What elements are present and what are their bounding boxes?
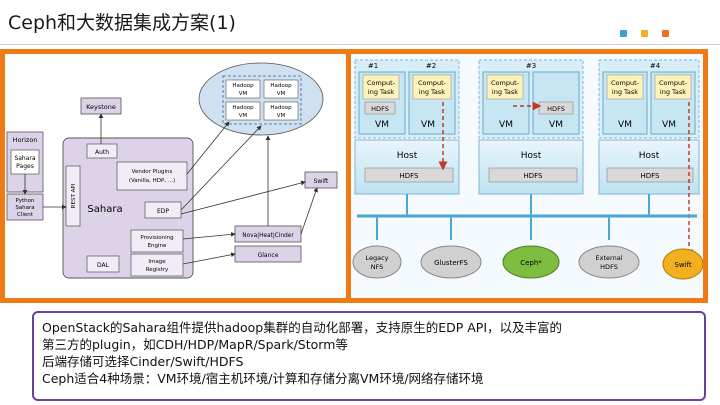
svg-text:Python: Python xyxy=(15,198,35,204)
svg-text:HDFS: HDFS xyxy=(399,172,419,180)
storage-glusterfs: GlusterFS xyxy=(420,245,482,279)
svg-text:Client: Client xyxy=(17,212,34,218)
svg-text:Engine: Engine xyxy=(148,243,167,249)
storage-swift: Swift xyxy=(662,248,703,280)
svg-text:Provisioning: Provisioning xyxy=(140,235,173,241)
svg-text:Vendor Plugins: Vendor Plugins xyxy=(132,169,173,175)
svg-text:Hadoop: Hadoop xyxy=(232,105,254,111)
storage-ceph: Ceph* xyxy=(502,245,560,279)
sahara-main-box: Auth REST API Sahara Vendor Plugins (Van… xyxy=(62,137,194,279)
horizon-label: Horizon xyxy=(13,136,38,144)
svg-text:Ceph*: Ceph* xyxy=(520,259,542,267)
svg-text:Comput-: Comput- xyxy=(367,79,396,87)
scenario-group-1: #1 #2 Comput- ing Task Comput- ing Task … xyxy=(354,59,460,195)
sahara-architecture-diagram: Horizon Sahara Pages Python Sahara Clien… xyxy=(6,62,338,279)
svg-text:Host: Host xyxy=(397,151,418,161)
svg-text:Legacy: Legacy xyxy=(365,254,388,262)
svg-text:VM: VM xyxy=(499,120,513,130)
svg-text:HDFS: HDFS xyxy=(640,172,660,180)
python-client-box: Python Sahara Client xyxy=(6,193,44,221)
svg-text:ing Task: ing Task xyxy=(492,88,518,96)
svg-text:VM: VM xyxy=(662,120,676,130)
svg-text:Hadoop: Hadoop xyxy=(270,83,292,89)
description-box: OpenStack的Sahara组件提供hadoop集群的自动化部署，支持原生的… xyxy=(32,311,706,401)
description-line-4: Ceph适合4种场景：VM环境/宿主机环境/计算和存储分离VM环境/网络存储环境 xyxy=(42,371,484,386)
svg-text:VM: VM xyxy=(549,120,563,130)
edp-label: EDP xyxy=(157,208,169,215)
slide-title: Ceph和大数据集成方案(1) xyxy=(8,12,236,34)
svg-text:Host: Host xyxy=(521,151,542,161)
tag-3: #3 xyxy=(526,62,536,70)
svg-text:HDFS: HDFS xyxy=(600,263,618,271)
svg-text:GlusterFS: GlusterFS xyxy=(434,259,468,267)
yellow-dot xyxy=(641,30,648,37)
ceph-scenarios-diagram: #1 #2 Comput- ing Task Comput- ing Task … xyxy=(351,54,703,298)
keystone-box: Keystone xyxy=(80,97,122,115)
storage-external-hdfs: External HDFS xyxy=(578,245,640,279)
tag-2: #2 xyxy=(426,62,436,70)
svg-text:Swift: Swift xyxy=(314,178,329,185)
svg-text:Comput-: Comput- xyxy=(491,79,520,87)
description-line-2: 第三方的plugin，如CDH/HDP/MapR/Spark/Storm等 xyxy=(42,337,348,352)
accent-dots xyxy=(620,30,669,37)
svg-text:Image: Image xyxy=(148,259,166,265)
svg-text:Nova|Heat|Cinder: Nova|Heat|Cinder xyxy=(242,233,294,239)
swift-box: Swift xyxy=(304,171,338,189)
rest-api-label: REST API xyxy=(71,183,77,208)
scenario-group-3: #4 Comput- ing Task Comput- ing Task VM … xyxy=(598,59,700,259)
svg-text:Swift: Swift xyxy=(674,261,691,269)
svg-text:ing Task: ing Task xyxy=(419,88,445,96)
svg-text:VM: VM xyxy=(618,120,632,130)
svg-text:ing Task: ing Task xyxy=(368,88,394,96)
diagram-divider xyxy=(346,49,351,303)
svg-text:Hadoop: Hadoop xyxy=(232,83,254,89)
blue-dot xyxy=(620,30,627,37)
svg-text:(Vanilla, HDP, ...): (Vanilla, HDP, ...) xyxy=(129,178,175,184)
svg-text:Host: Host xyxy=(639,151,660,161)
svg-text:HDFS: HDFS xyxy=(547,105,565,113)
svg-text:ing Task: ing Task xyxy=(612,88,638,96)
nova-heat-cinder-box: Nova|Heat|Cinder Glance xyxy=(234,225,302,263)
svg-text:Sahara: Sahara xyxy=(15,205,34,211)
svg-text:ing Task: ing Task xyxy=(660,88,686,96)
svg-text:VM: VM xyxy=(277,91,286,97)
orange-dot xyxy=(662,30,669,37)
svg-text:VM: VM xyxy=(421,120,435,130)
svg-text:VM: VM xyxy=(239,91,248,97)
description-line-3: 后端存储可选择Cinder/Swift/HDFS xyxy=(42,354,244,369)
svg-text:Comput-: Comput- xyxy=(418,79,447,87)
svg-text:Keystone: Keystone xyxy=(86,103,116,111)
svg-text:HDFS: HDFS xyxy=(371,105,389,113)
svg-text:NFS: NFS xyxy=(371,263,384,271)
svg-text:Comput-: Comput- xyxy=(611,79,640,87)
svg-text:Glance: Glance xyxy=(258,252,279,259)
auth-label: Auth xyxy=(95,149,109,156)
sahara-pages-label-1: Sahara xyxy=(14,155,35,162)
dal-label: DAL xyxy=(97,262,110,269)
description-line-1: OpenStack的Sahara组件提供hadoop集群的自动化部署，支持原生的… xyxy=(42,320,563,335)
tag-4: #4 xyxy=(650,62,661,70)
svg-text:External: External xyxy=(596,254,623,262)
network-bus xyxy=(357,194,697,240)
tag-1: #1 xyxy=(368,62,378,70)
svg-text:HDFS: HDFS xyxy=(523,172,543,180)
svg-text:Registry: Registry xyxy=(146,267,169,273)
svg-text:Hadoop: Hadoop xyxy=(270,105,292,111)
svg-text:VM: VM xyxy=(375,120,389,130)
title-rule xyxy=(0,44,720,45)
scenario-group-2: #3 Comput- ing Task HDFS VM VM Host HDFS xyxy=(478,59,584,195)
svg-text:Comput-: Comput- xyxy=(659,79,688,87)
storage-legacy-nfs: Legacy NFS xyxy=(352,245,402,279)
sahara-label: Sahara xyxy=(87,204,122,215)
sahara-pages-label-2: Pages xyxy=(16,163,34,170)
svg-text:VM: VM xyxy=(239,113,248,119)
svg-text:VM: VM xyxy=(277,113,286,119)
